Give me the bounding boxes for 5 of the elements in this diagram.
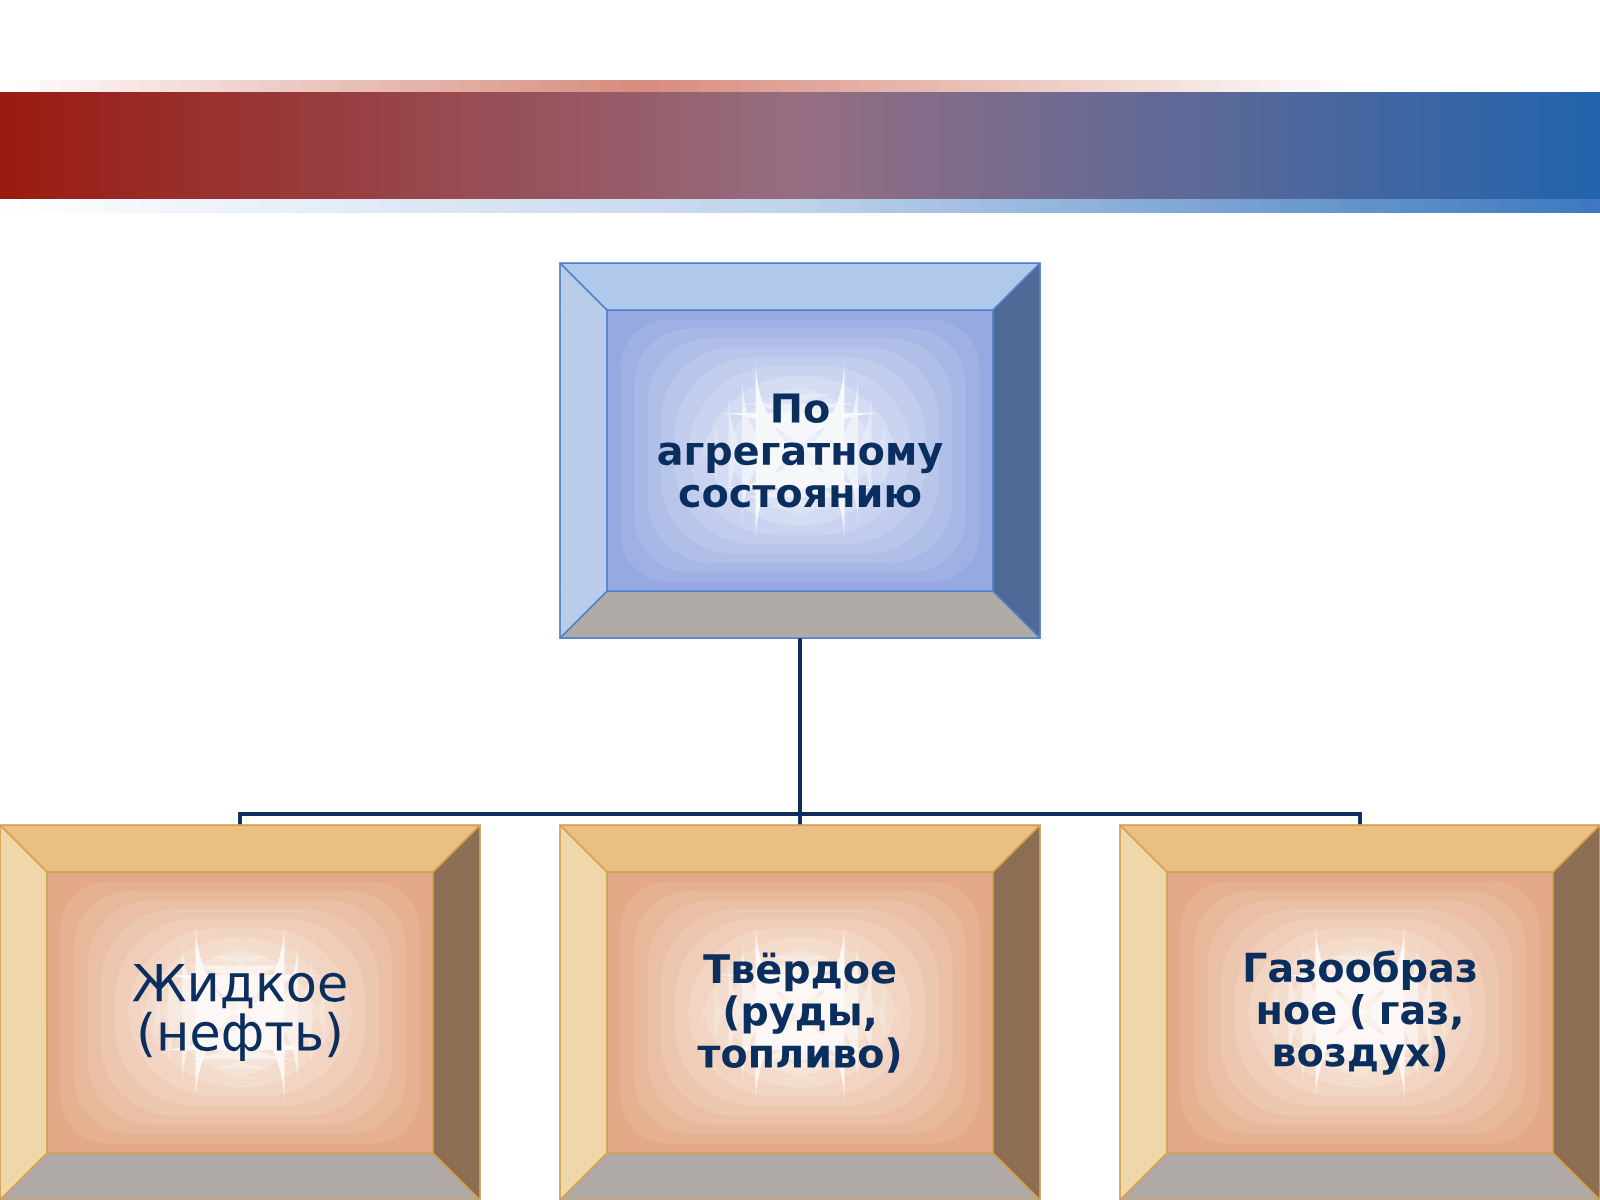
bevel-box: Жидкое (нефть) (0, 824, 481, 1200)
connector-line (798, 638, 1362, 825)
bevel-box: По агрегатному состоянию (559, 262, 1041, 639)
bevel-box: Твёрдое (руды, топливо) (559, 824, 1041, 1200)
bevel-box: Газообраз ное ( газ, воздух) (1119, 824, 1600, 1200)
